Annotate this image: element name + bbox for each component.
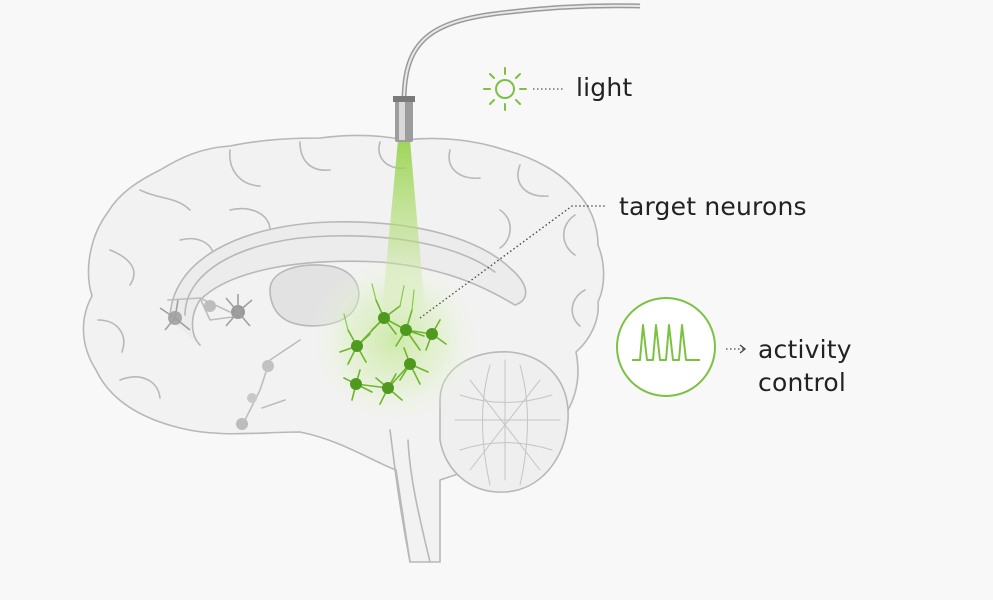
sun-icon: [483, 67, 527, 111]
light-beam: [382, 140, 425, 310]
fiber-ferrule: [393, 96, 415, 142]
activity-label-line1: activity: [758, 335, 852, 364]
spike-train-icon: [616, 297, 716, 397]
activity-label-line2: control: [758, 368, 847, 397]
dotted-arrow-icon: [726, 344, 747, 354]
target-leader-line: [419, 205, 605, 319]
target-neuron-cluster: [339, 283, 447, 405]
grey-neurons: [159, 294, 274, 430]
target-neuron-somas: [350, 312, 438, 394]
light-label: light: [576, 73, 633, 102]
target-neurons-label: target neurons: [619, 192, 807, 221]
